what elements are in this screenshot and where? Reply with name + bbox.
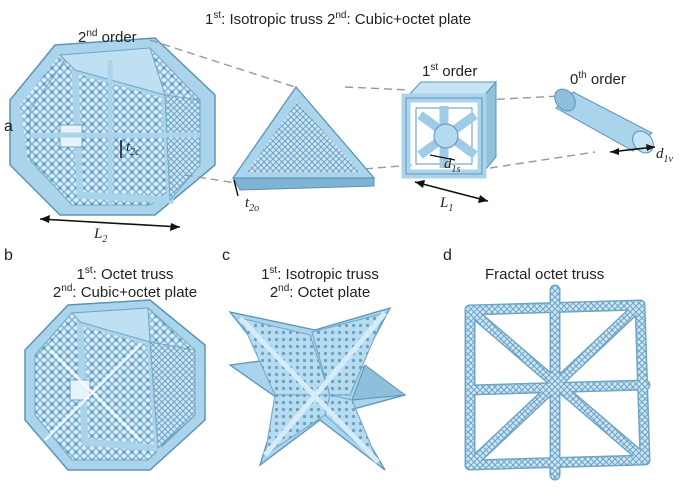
panel-label-b: b [4,247,13,264]
L1-symbol: L1 [440,195,454,214]
panel-b-title-line2: 2nd: Cubic+octet plate [52,283,198,301]
second-order-polyhedron [9,37,216,216]
fractal-octet-truss [464,284,651,481]
panel-label-a: a [4,118,13,135]
connector-lines [149,39,596,184]
t2o-arrow [233,179,239,197]
zeroth-order-title: 0th order [570,70,626,88]
L1-arrow [414,180,489,203]
d1s-arrow [429,154,456,161]
second-order-title: 2nd order [78,28,137,46]
panel-d-title: Fractal octet truss [485,266,605,283]
zeroth-order-cylinder [554,88,654,154]
first-order-title: 1st order [422,62,478,80]
panel-b-title-line1: 1st: Octet truss [76,265,174,283]
triangle-plate [231,85,376,191]
panel-label-d: d [443,247,452,264]
panel-a-title: 1st: Isotropic truss 2nd: Cubic+octet pl… [205,10,472,28]
L2-arrow [39,215,181,231]
octet-truss-polyhedron [24,299,206,471]
d1v-symbol: d1v [656,146,673,165]
d1v-arrow [609,144,656,155]
octet-plate-star [228,306,407,471]
t2o-symbol: t2o [245,195,260,214]
first-order-cube [401,80,498,179]
d1s-symbol: d1s [444,156,461,175]
L2-symbol: L2 [94,226,108,245]
t2c-symbol: t2c [126,139,140,158]
panel-c-title-line2: 2nd: Octet plate [269,283,371,301]
panel-c-title-line1: 1st: Isotropic truss [261,265,379,283]
panel-label-c: c [222,247,230,264]
